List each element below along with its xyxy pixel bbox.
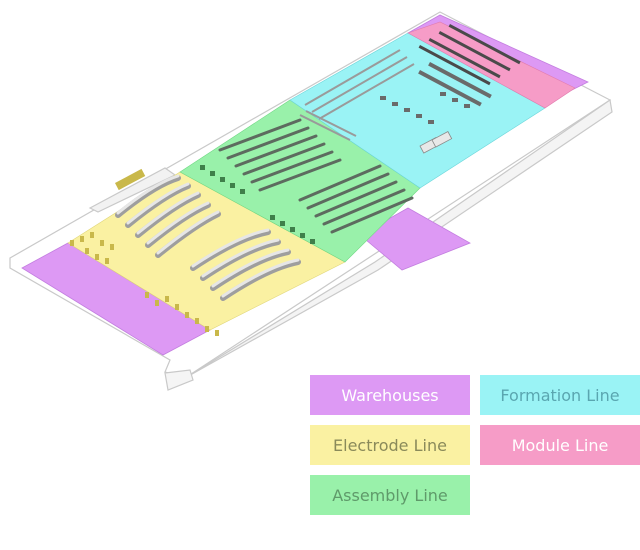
legend-electrode-line-label: Electrode Line: [333, 435, 447, 455]
formation-equipment: [380, 61, 492, 124]
formation-blocks: [419, 131, 453, 154]
assembly-small-equipment: [200, 165, 315, 244]
electrode-coaters: [115, 175, 301, 301]
legend-formation-line-label: Formation Line: [500, 385, 620, 405]
legend-warehouses: Warehouses: [310, 375, 470, 415]
legend-assembly-line-label: Assembly Line: [332, 485, 448, 505]
module-equipment: [418, 24, 521, 86]
legend-assembly-line: Assembly Line: [310, 475, 470, 515]
legend-formation-line: Formation Line: [480, 375, 640, 415]
assembly-machines: [218, 118, 414, 234]
building-outline: [9, 11, 613, 391]
legend-warehouses-label: Warehouses: [341, 385, 439, 405]
formation-racks: [299, 49, 415, 141]
electrode-small-equipment: [70, 168, 219, 336]
electrode-coaters-highlight: [116, 174, 300, 298]
legend-module-line: Module Line: [480, 425, 640, 465]
zone-module: [407, 21, 576, 109]
legend-module-line-label: Module Line: [511, 435, 609, 455]
legend-electrode-line: Electrode Line: [310, 425, 470, 465]
